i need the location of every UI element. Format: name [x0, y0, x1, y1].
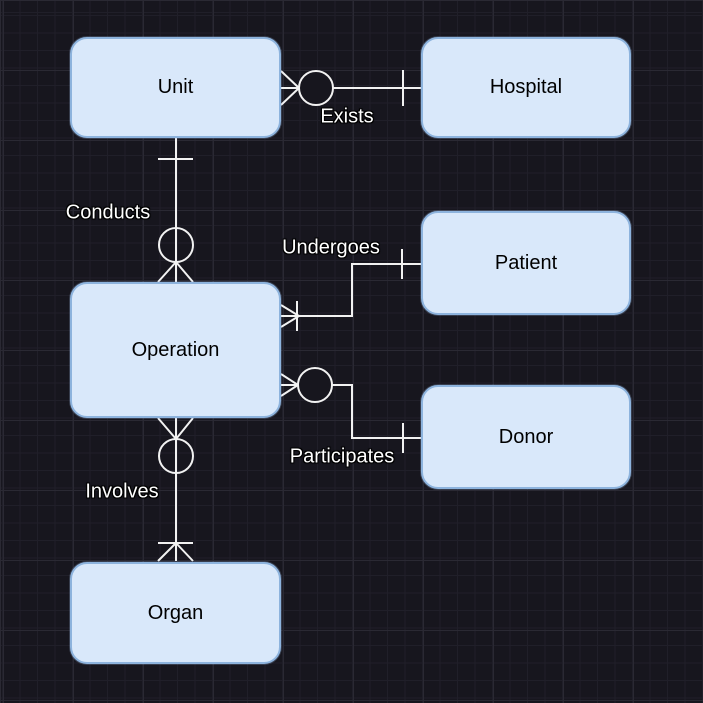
participates-crow-foot-icon	[280, 373, 299, 397]
relationship-label-involves[interactable]: Involves	[85, 480, 159, 503]
involves-crow-foot-organ-icon	[157, 542, 194, 562]
involves-crow-foot-operation-icon	[157, 417, 194, 440]
relationship-label-participates[interactable]: Participates	[289, 445, 395, 468]
participates-zero-marker-icon	[297, 367, 333, 403]
connector-conducts[interactable]	[157, 138, 194, 283]
relationship-label-conducts[interactable]: Conducts	[65, 201, 151, 224]
entity-donor[interactable]: Donor	[421, 385, 631, 489]
exists-crow-foot-icon	[280, 70, 300, 106]
relationship-label-exists[interactable]: Exists	[320, 105, 374, 128]
entity-hospital-label: Hospital	[489, 76, 563, 98]
connector-participates[interactable]	[280, 367, 421, 453]
involves-zero-marker-icon	[158, 438, 194, 474]
exists-zero-marker-icon	[298, 70, 334, 106]
connector-exists[interactable]	[280, 70, 421, 106]
entity-organ[interactable]: Organ	[70, 562, 281, 664]
entity-operation[interactable]: Operation	[70, 282, 281, 418]
entity-patient[interactable]: Patient	[421, 211, 631, 315]
relationship-label-undergoes[interactable]: Undergoes	[282, 236, 380, 259]
entity-organ-label: Organ	[147, 601, 204, 624]
entity-unit[interactable]: Unit	[70, 37, 281, 138]
entity-patient-label: Patient	[494, 251, 558, 274]
entity-unit-label: Unit	[157, 76, 194, 98]
entity-operation-label: Operation	[131, 338, 220, 361]
entity-hospital[interactable]: Hospital	[421, 37, 631, 138]
undergoes-line	[281, 263, 421, 317]
connector-undergoes[interactable]	[280, 249, 421, 331]
conducts-crow-foot-icon	[157, 261, 194, 283]
connector-involves[interactable]	[157, 417, 194, 562]
entity-donor-label: Donor	[498, 425, 554, 448]
